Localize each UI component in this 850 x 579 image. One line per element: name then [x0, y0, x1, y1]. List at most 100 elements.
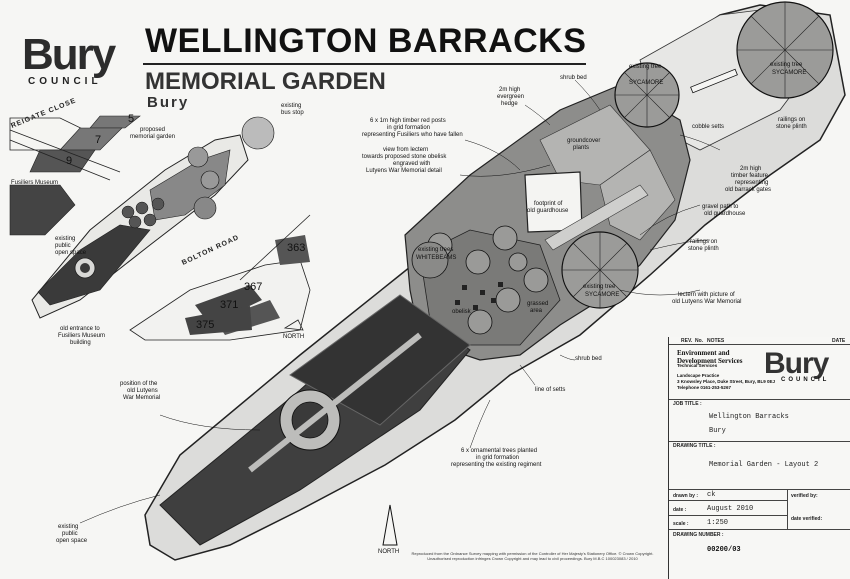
inset-label-entrance-2: Fusiliers Museum — [58, 333, 105, 339]
inset-number-367: 367 — [244, 281, 262, 293]
inset-label-entrance-3: building — [70, 340, 91, 346]
label-timber-feature-3: representing — [735, 180, 768, 186]
inset-building-7 — [59, 127, 123, 151]
tb-drawn-label: drawn by : — [673, 493, 699, 499]
label-cobble-setts: cobble setts — [692, 124, 724, 130]
label-posts-2: in grid formation — [387, 125, 430, 131]
inset-label-public-3: open space — [55, 250, 87, 256]
open-space-panel — [289, 294, 471, 426]
tb-scale-label: scale : — [673, 521, 689, 527]
inset-number-375: 375 — [196, 319, 214, 331]
tb-date-field-label: date : — [673, 507, 687, 513]
inset-building-5 — [89, 115, 141, 129]
line-of-setts — [248, 332, 422, 473]
tb-scale-value: 1:250 — [707, 519, 729, 527]
tb-date-verified-label: date verified: — [791, 516, 823, 522]
tb-job-title-1: Wellington Barracks — [709, 413, 789, 421]
label-hedge-2: evergreen — [497, 94, 524, 100]
label-lectern-2: old Lutyens War Memorial — [672, 299, 741, 305]
tb-divider — [669, 441, 850, 442]
label-railings-right-2: stone plinth — [776, 124, 807, 130]
tb-divider — [669, 399, 850, 400]
inset-label-entrance: old entrance to — [60, 326, 100, 332]
location-inset-map: REIGATE CLOSE BOLTON ROAD 5 7 9 363 367 … — [9, 97, 311, 346]
label-timber-feature-2: timber feature — [731, 173, 769, 179]
label-railings-mid-2: stone plinth — [688, 246, 719, 252]
tb-rev-label: REV. — [681, 338, 693, 344]
label-hedge-3: hedge — [501, 101, 518, 107]
label-whitebeams-2: WHITEBEAMS — [416, 255, 456, 261]
inset-trees — [121, 116, 275, 229]
label-tree2-2: SYCAMORE — [772, 70, 806, 76]
tb-verified-label: verified by: — [791, 493, 818, 499]
label-shrub-bed-low: shrub bed — [575, 356, 602, 362]
tb-bury-logo: Bury — [764, 347, 829, 380]
label-line-of-setts: line of setts — [535, 387, 565, 393]
inset-north-label: NORTH — [283, 334, 304, 340]
label-whitebeams-1: existing trees — [418, 247, 453, 253]
tb-drawn-value: ck — [707, 491, 716, 499]
tb-drawing-number: 00200/03 — [707, 546, 741, 554]
timber-gate-feature — [690, 68, 738, 94]
inset-label-bus-2: bus stop — [281, 110, 304, 116]
label-footprint-1: footprint of — [534, 201, 563, 207]
tb-org: Environment and Development Services — [677, 349, 743, 365]
tb-notes-label: NOTES — [707, 338, 725, 344]
label-view-2: towards proposed stone obelisk — [362, 154, 447, 160]
label-lutyens-3: War Memorial — [123, 395, 160, 401]
tb-divider — [669, 500, 787, 501]
title-divider — [143, 63, 586, 65]
label-groundcover-2: plants — [573, 145, 589, 151]
tb-date-value: August 2010 — [707, 505, 754, 513]
timber-posts — [455, 282, 503, 310]
label-gravel-1: gravel path to — [702, 204, 739, 210]
label-tree3-2: SYCAMORE — [585, 292, 619, 298]
tb-drawing-number-label: DRAWING NUMBER : — [673, 532, 724, 538]
ornamental-trees-grid — [427, 225, 549, 335]
bury-council-logo-sub: COUNCIL — [28, 76, 102, 87]
plan-subtitle: MEMORIAL GARDEN — [145, 68, 386, 95]
label-posts-1: 6 x 1m high timber red posts — [370, 118, 446, 124]
tb-landscape-2: 3 Knowsley Place, Duke Street, Bury, BL9… — [677, 379, 775, 384]
inset-number-5: 5 — [128, 113, 134, 125]
label-tree1-2: SYCAMORE — [629, 80, 663, 86]
label-ornamental-3: representing the existing regiment — [451, 462, 542, 468]
north-arrow — [382, 504, 398, 546]
drawing-title-block: REV. No. NOTES DATE Environment and Deve… — [668, 337, 850, 579]
label-lectern-1: lectern with picture of — [678, 292, 735, 298]
plan-title: WELLINGTON BARRACKS — [145, 22, 587, 60]
inset-north-arrow — [283, 319, 304, 331]
tb-drawing-title-label: DRAWING TITLE : — [673, 443, 716, 449]
label-ornamental-1: 6 x ornamental trees planted — [461, 448, 537, 454]
inset-road-line — [239, 214, 311, 281]
tb-col-divider — [787, 489, 788, 529]
whitebeam-trees — [411, 241, 449, 279]
tb-divider — [669, 489, 850, 490]
label-grassed-2: area — [530, 308, 543, 314]
label-railings-mid-1: railings on — [690, 239, 717, 245]
tb-org-sub: Technical Services — [677, 363, 718, 368]
tb-divider — [669, 515, 787, 516]
inset-label-public: existing — [55, 236, 75, 242]
annotation-leaders — [79, 79, 721, 524]
label-lutyens-1: position of the — [120, 381, 158, 387]
tb-no-label: No. — [695, 338, 704, 344]
bury-council-logo: Bury — [22, 30, 116, 79]
label-view-1: view from lectern — [383, 147, 428, 153]
tb-org-line-2: Development Services — [677, 357, 743, 365]
tb-drawing-title: Memorial Garden - Layout 2 — [709, 461, 819, 469]
ordnance-survey-credit: Reproduced from the Ordnance Survey mapp… — [411, 551, 654, 561]
inset-label-public-2: public — [55, 243, 71, 249]
inset-building-363 — [275, 235, 310, 265]
inset-label-proposed: proposed — [140, 127, 165, 133]
inset-road-line — [9, 139, 111, 181]
plan-place: Bury — [147, 94, 190, 111]
main-plan: NORTH 2m high evergreen hedge shrub bed … — [56, 1, 846, 561]
inset-lutyens-centre — [80, 263, 90, 273]
inset-fusiliers-museum — [9, 184, 76, 236]
label-ornamental-2: in grid formation — [476, 455, 519, 461]
label-grassed-1: grassed — [527, 301, 548, 307]
inset-building-375 — [185, 306, 252, 335]
tb-org-line-1: Environment and — [677, 349, 730, 357]
